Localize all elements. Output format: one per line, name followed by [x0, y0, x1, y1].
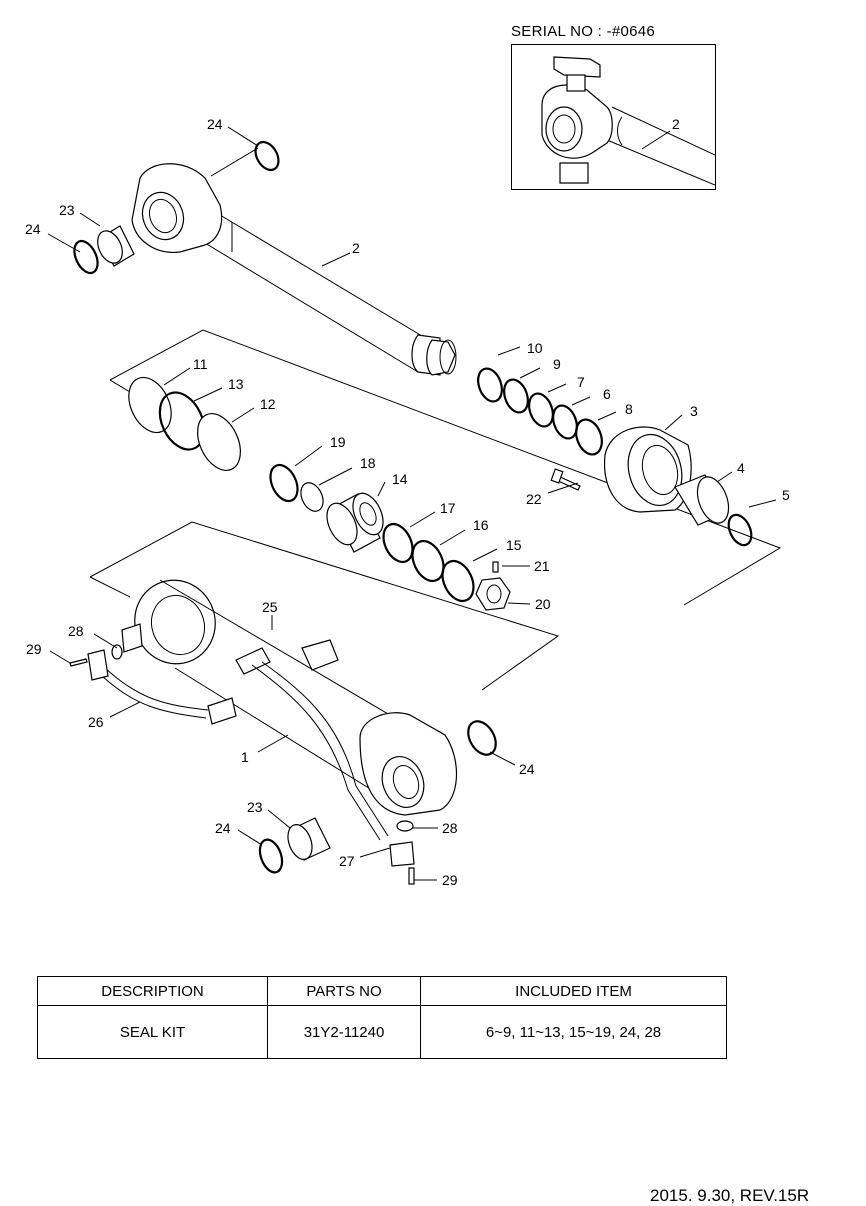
callout-5: 5 — [782, 487, 790, 503]
callout-28-left: 28 — [68, 623, 84, 639]
callout-13: 13 — [228, 376, 244, 392]
callout-3: 3 — [690, 403, 698, 419]
callout-24-upper: 24 — [207, 116, 223, 132]
rod-assembly — [73, 140, 457, 376]
callout-9: 9 — [553, 356, 561, 372]
callout-12: 12 — [260, 396, 276, 412]
header-parts-no: PARTS NO — [267, 976, 421, 1006]
serial-number-label: SERIAL NO : -#0646 — [511, 23, 656, 40]
callout-8: 8 — [625, 401, 633, 417]
callout-20: 20 — [535, 596, 551, 612]
callout-21: 21 — [534, 558, 550, 574]
exploded-cylinder-diagram: 24 23 24 2 10 9 7 6 8 3 4 5 22 11 13 12 … — [25, 116, 790, 888]
revision-footer: 2015. 9.30, REV.15R — [650, 1186, 810, 1205]
callout-7: 7 — [577, 374, 585, 390]
piston-gland-group — [109, 329, 782, 611]
callout-numbers: 24 23 24 2 10 9 7 6 8 3 4 5 22 11 13 12 … — [25, 116, 790, 888]
callout-24-left: 24 — [25, 221, 41, 237]
table-row: SEAL KIT 31Y2-11240 6~9, 11~13, 15~19, 2… — [37, 1005, 727, 1059]
table-header-row: DESCRIPTION PARTS NO INCLUDED ITEM — [37, 976, 727, 1006]
callout-6: 6 — [603, 386, 611, 402]
callout-18: 18 — [360, 455, 376, 471]
callout-2-rod: 2 — [352, 240, 360, 256]
cell-description: SEAL KIT — [37, 1005, 268, 1059]
inset-callout-2: 2 — [672, 116, 680, 132]
callout-29-lower: 29 — [442, 872, 458, 888]
callout-23-upper: 23 — [59, 202, 75, 218]
callout-11: 11 — [193, 356, 208, 372]
callout-16: 16 — [473, 517, 489, 533]
header-included-item: INCLUDED ITEM — [420, 976, 727, 1006]
callout-24-right: 24 — [519, 761, 535, 777]
cell-parts-no: 31Y2-11240 — [267, 1005, 421, 1059]
callout-23-lower: 23 — [247, 799, 263, 815]
callout-4: 4 — [737, 460, 745, 476]
callout-19: 19 — [330, 434, 346, 450]
callout-22: 22 — [526, 491, 542, 507]
serial-inset-box: 2 — [511, 44, 716, 190]
callout-24-lower: 24 — [215, 820, 231, 836]
callout-10: 10 — [527, 340, 543, 356]
cell-included-item: 6~9, 11~13, 15~19, 24, 28 — [420, 1005, 727, 1059]
tube-assembly — [69, 521, 560, 885]
callout-17: 17 — [440, 500, 456, 516]
callout-27: 27 — [339, 853, 355, 869]
callout-28-lower: 28 — [442, 820, 458, 836]
callout-29-left: 29 — [26, 641, 42, 657]
callout-15: 15 — [506, 537, 522, 553]
seal-kit-table: DESCRIPTION PARTS NO INCLUDED ITEM SEAL … — [37, 976, 727, 1059]
callout-26: 26 — [88, 714, 104, 730]
callout-1: 1 — [241, 749, 249, 765]
header-description: DESCRIPTION — [37, 976, 268, 1006]
callout-14: 14 — [392, 471, 408, 487]
inset-rod-eye-drawing: 2 — [541, 56, 716, 186]
callout-leaders — [47, 126, 777, 881]
callout-25: 25 — [262, 599, 278, 615]
